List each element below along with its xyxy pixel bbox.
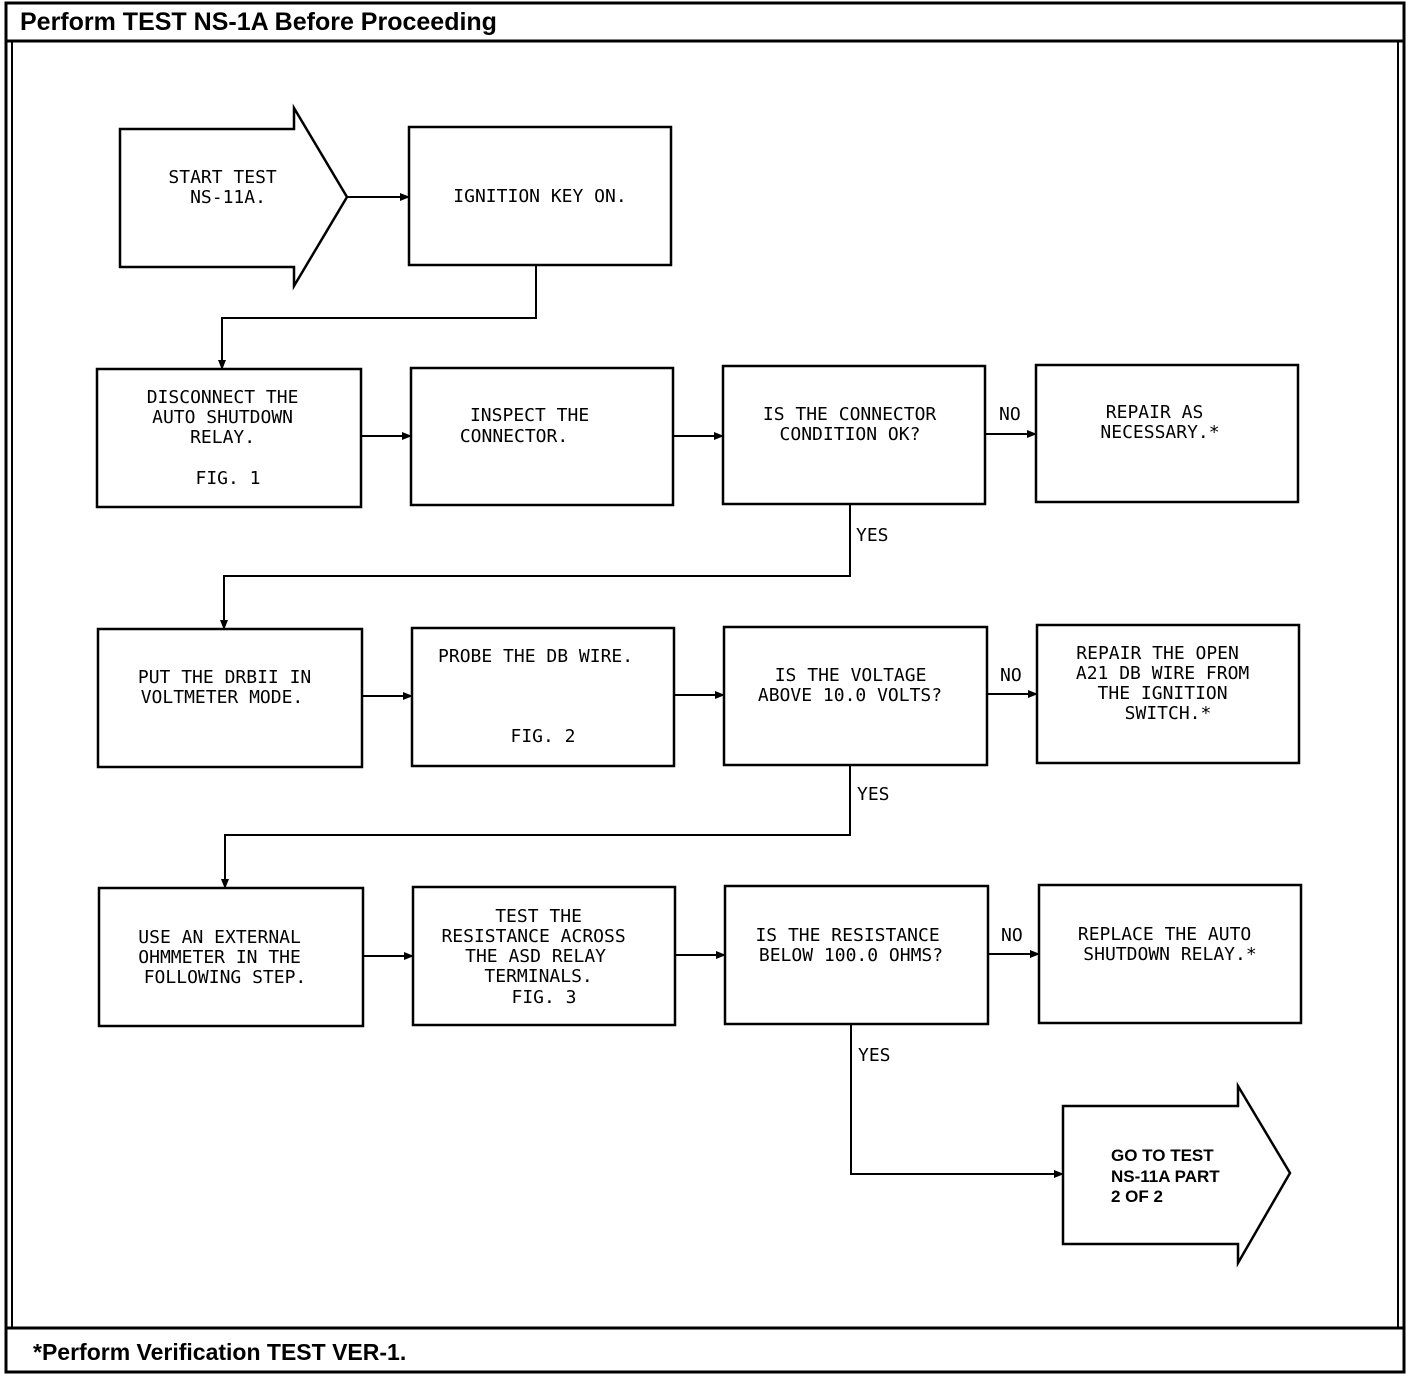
outer-border [4,1,1406,1374]
content-border [11,40,1399,1329]
edge-label-yes-2: YES [857,784,890,805]
node-goto: GO TO TEST NS-11A PART 2 OF 2 [1111,1146,1224,1206]
node-put-drbii-box [96,627,364,769]
footer-note: *Perform Verification TEST VER-1. [33,1339,406,1365]
node-replace-box [1037,883,1303,1025]
edge-label-no-2: NO [1000,665,1022,686]
node-repair-necessary-box [1034,363,1300,504]
node-probe: PROBE THE DB WIRE. FIG. 2 [438,646,644,747]
node-ohmmeter-box [97,886,365,1028]
node-probe-box [410,626,676,768]
edge-label-no-1: NO [999,404,1021,425]
edge-label-yes-3: YES [858,1045,891,1066]
node-replace: REPLACE THE AUTO SHUTDOWN RELAY.* [1078,924,1262,965]
node-put-drbii: PUT THE DRBII IN VOLTMETER MODE. [138,667,322,708]
start-arrow-shape [118,103,349,291]
edge-ignition-disconnect [218,265,537,370]
node-connector-ok-box [721,364,987,506]
node-repair-necessary: REPAIR AS NECESSARY.* [1100,402,1219,443]
node-test-resistance: TEST THE RESISTANCE ACROSS THE ASD RELAY… [441,906,636,1008]
node-repair-open-box [1035,623,1301,765]
node-start: START TEST NS-11A. [168,167,287,208]
node-voltage-box [722,625,989,767]
node-ignition: IGNITION KEY ON. [453,186,626,207]
node-voltage: IS THE VOLTAGE ABOVE 10.0 VOLTS? [758,665,942,706]
page-title: Perform TEST NS-1A Before Proceeding [20,8,497,36]
node-connector-ok: IS THE CONNECTOR CONDITION OK? [763,404,947,445]
node-disconnect: DISCONNECT THE AUTO SHUTDOWN RELAY. FIG.… [147,387,310,489]
node-resistance: IS THE RESISTANCE BELOW 100.0 OHMS? [755,925,950,966]
edge-label-yes-1: YES [856,525,889,546]
node-disconnect-box [95,367,363,509]
node-test-resistance-box [411,885,677,1027]
edge-connector-yes [220,504,851,630]
edge-label-no-3: NO [1001,925,1023,946]
goto-arrow-shape [1061,1081,1292,1268]
node-ohmmeter: USE AN EXTERNAL OHMMETER IN THE FOLLOWIN… [138,927,311,988]
node-repair-open: REPAIR THE OPEN A21 DB WIRE FROM THE IGN… [1076,643,1260,724]
edge-voltage-yes [221,765,851,889]
edge-resistance-yes [850,1024,1064,1178]
node-inspect: INSPECT THE CONNECTOR. [460,405,600,447]
node-resistance-box [723,884,990,1026]
node-inspect-box [409,366,675,507]
